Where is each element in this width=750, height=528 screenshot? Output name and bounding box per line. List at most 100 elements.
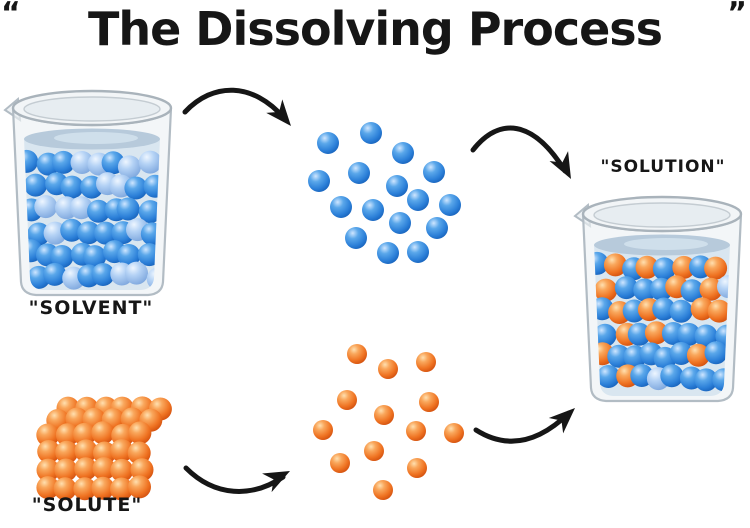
sphere [138, 200, 160, 224]
sphere [60, 218, 84, 242]
dissolved-solute-particles [313, 344, 464, 500]
sphere [686, 343, 710, 367]
water-surface-sheen [54, 132, 138, 144]
sphere [444, 423, 464, 443]
sphere [699, 277, 723, 301]
sphere [347, 344, 367, 364]
solvent-beaker [3, 89, 173, 297]
sphere [91, 421, 115, 445]
sphere [416, 352, 436, 372]
sphere [694, 368, 718, 392]
beaker-rim-inner [23, 96, 161, 122]
sphere [110, 439, 134, 463]
sphere [669, 342, 693, 365]
sphere [677, 322, 701, 346]
sphere [392, 142, 414, 164]
sphere [94, 221, 118, 245]
sphere [364, 441, 384, 461]
sphere [117, 244, 141, 267]
sphere [36, 423, 60, 447]
sphere [419, 392, 439, 412]
sphere [389, 212, 411, 234]
sphere [603, 253, 627, 277]
sphere [594, 251, 609, 275]
sphere [694, 324, 718, 348]
title-close-quote: ” [727, 0, 747, 31]
sphere [70, 151, 94, 174]
page-title: The Dissolving Process [87, 2, 663, 56]
beaker-spheres [594, 251, 730, 392]
sphere [362, 199, 384, 221]
sphere [83, 245, 107, 269]
sphere [627, 322, 651, 346]
sphere [423, 161, 445, 183]
dissolved-solvent-particles [308, 122, 461, 264]
sphere [426, 217, 448, 239]
sphere [614, 276, 638, 300]
sphere [69, 196, 93, 220]
sphere [55, 440, 79, 464]
sphere [110, 458, 134, 482]
sphere [707, 299, 730, 323]
sphere [53, 477, 77, 501]
sphere [652, 297, 676, 321]
sphere [128, 421, 152, 445]
sphere [24, 149, 39, 173]
beaker-rim-inner [593, 202, 731, 228]
sphere [36, 458, 60, 482]
sphere [91, 263, 115, 286]
sphere [607, 344, 631, 368]
sphere [91, 476, 115, 500]
sphere [704, 256, 728, 280]
sphere [308, 170, 330, 192]
sphere [128, 475, 151, 499]
arrow-particles-to-solution-bottom-icon [473, 408, 575, 444]
sphere [652, 257, 676, 281]
sphere [34, 195, 58, 219]
sphere [124, 176, 148, 200]
sphere [130, 458, 154, 482]
sphere [596, 365, 620, 388]
sphere [317, 132, 339, 154]
sphere [690, 297, 714, 321]
sphere [55, 423, 79, 447]
sphere [377, 242, 399, 264]
sphere [60, 175, 84, 199]
sphere [24, 173, 48, 197]
sphere [117, 155, 141, 179]
sphere [330, 196, 352, 218]
solute-label: "SOLUTE" [31, 494, 143, 516]
sphere [704, 341, 728, 365]
sphere [116, 197, 140, 221]
sphere [54, 458, 78, 482]
sphere [633, 278, 657, 302]
sphere [660, 364, 684, 388]
sphere [51, 150, 75, 174]
sphere [407, 458, 427, 478]
sphere [635, 255, 659, 279]
solute-crystal [36, 396, 172, 501]
sphere [337, 390, 357, 410]
sphere [50, 245, 74, 268]
sphere [143, 174, 160, 198]
title-open-quote: “ [1, 0, 21, 31]
sphere [74, 457, 98, 481]
sphere [73, 422, 96, 446]
solution-beaker [573, 195, 743, 403]
sphere [672, 255, 696, 279]
sphere [374, 405, 394, 425]
sphere [407, 189, 429, 211]
sphere [138, 150, 160, 174]
sphere [73, 477, 97, 501]
sphere [360, 122, 382, 144]
sphere [680, 279, 704, 303]
sphere [345, 227, 367, 249]
sphere [92, 457, 116, 481]
solution-label: "SOLUTION" [600, 157, 726, 177]
sphere [669, 299, 693, 323]
sphere [74, 439, 98, 463]
sphere [37, 440, 61, 463]
sphere [406, 421, 426, 441]
